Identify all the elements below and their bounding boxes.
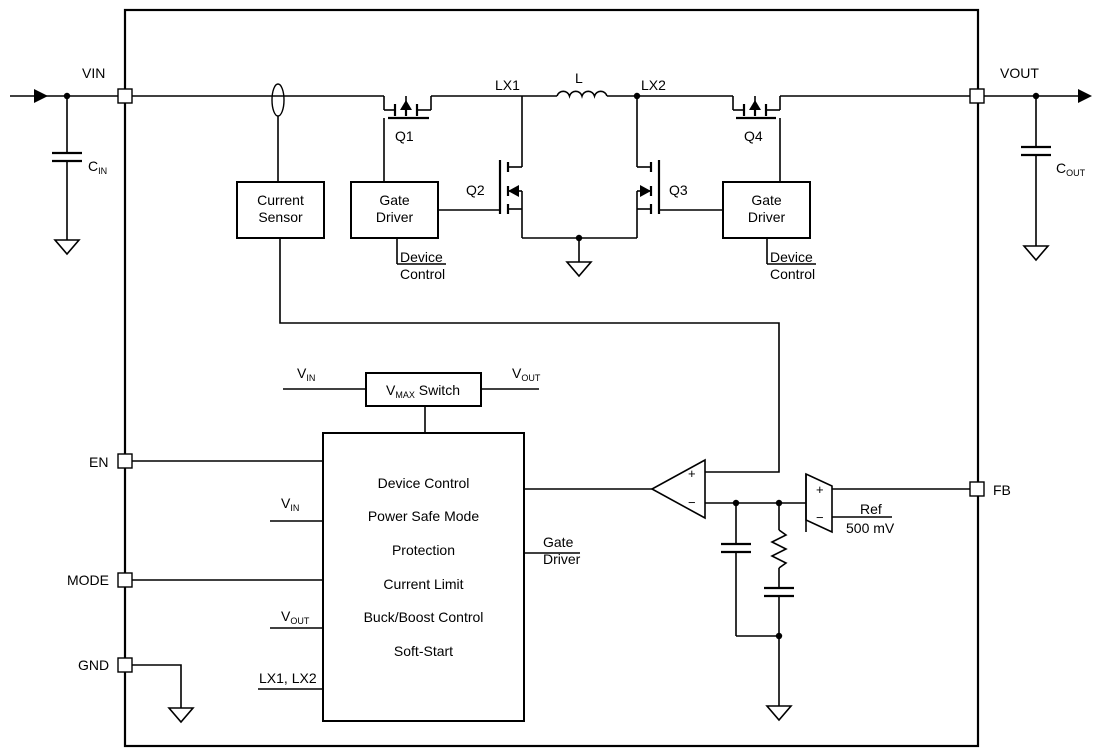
gnd-pin-label: GND bbox=[78, 657, 109, 673]
comparator-plus: + bbox=[688, 466, 696, 481]
control-line-soft-start: Soft-Start bbox=[394, 643, 453, 659]
comparator-minus: − bbox=[688, 495, 696, 510]
ctrl-vin-label: VIN bbox=[281, 495, 299, 513]
q3-label: Q3 bbox=[669, 182, 688, 198]
vin-pin-label: VIN bbox=[82, 65, 105, 81]
current-sense-coil-icon bbox=[271, 83, 285, 117]
gate-driver-left-label-2: Driver bbox=[376, 209, 414, 225]
current-sensor-label-1: Current bbox=[257, 192, 304, 208]
control-line-current-limit: Current Limit bbox=[383, 576, 463, 592]
ic-boundary bbox=[123, 8, 980, 748]
vout-pin-label: VOUT bbox=[1000, 65, 1039, 81]
vmax-switch-label: VMAX Switch bbox=[386, 382, 460, 400]
inductor-icon bbox=[556, 90, 608, 99]
ctrl-lx-label: LX1, LX2 bbox=[259, 670, 317, 686]
gate-driver-right-label-2: Driver bbox=[748, 209, 786, 225]
q4-transistor-icon bbox=[732, 96, 781, 182]
device-control-left-label-1: Device bbox=[400, 249, 443, 265]
gate-driver-left-label-1: Gate bbox=[379, 192, 410, 208]
gate-driver-right-block bbox=[722, 181, 811, 239]
vmax-vin-label: VIN bbox=[297, 365, 315, 383]
current-sensor-label-2: Sensor bbox=[258, 209, 303, 225]
comparator-icon bbox=[650, 458, 706, 520]
en-pin-label: EN bbox=[89, 454, 108, 470]
q2-transistor-icon bbox=[498, 160, 523, 238]
ground-icon bbox=[765, 705, 793, 722]
q4-label: Q4 bbox=[744, 128, 763, 144]
q1-label: Q1 bbox=[395, 128, 414, 144]
ctrl-vout-label: VOUT bbox=[281, 608, 310, 626]
resistor-icon bbox=[770, 529, 788, 569]
pin-vout bbox=[969, 88, 985, 104]
q2-label: Q2 bbox=[466, 182, 485, 198]
pin-gnd bbox=[117, 657, 133, 673]
ground-icon bbox=[53, 239, 81, 256]
fb-pin-label: FB bbox=[993, 482, 1011, 498]
device-control-right-label-1: Device bbox=[770, 249, 813, 265]
error-amp-minus: − bbox=[816, 510, 824, 525]
ctrl-gate-driver-label-2: Driver bbox=[543, 551, 581, 567]
control-block bbox=[322, 432, 525, 722]
error-amp-plus: + bbox=[816, 482, 824, 497]
ground-icon bbox=[167, 707, 195, 724]
vout-arrow-icon bbox=[1078, 89, 1092, 103]
gate-driver-left-block bbox=[350, 181, 439, 239]
pin-vin bbox=[117, 88, 133, 104]
inductor-label: L bbox=[575, 70, 583, 86]
pin-en bbox=[117, 453, 133, 469]
pin-fb bbox=[969, 481, 985, 497]
q3-transistor-icon bbox=[636, 160, 661, 238]
device-control-right-label-2: Control bbox=[770, 266, 815, 282]
q1-transistor-icon bbox=[383, 96, 432, 182]
compensation-network bbox=[721, 503, 794, 722]
lx2-label: LX2 bbox=[641, 77, 666, 93]
ctrl-gate-driver-label-1: Gate bbox=[543, 534, 574, 550]
ref-label-2: 500 mV bbox=[846, 520, 895, 536]
control-line-device-control: Device Control bbox=[378, 475, 470, 491]
gate-driver-right-label-1: Gate bbox=[751, 192, 782, 208]
control-line-buck-boost-control: Buck/Boost Control bbox=[364, 609, 484, 625]
mode-pin-label: MODE bbox=[67, 572, 109, 588]
vmax-vout-label: VOUT bbox=[512, 365, 541, 383]
pin-mode bbox=[117, 572, 133, 588]
device-control-left-label-2: Control bbox=[400, 266, 445, 282]
ref-label-1: Ref bbox=[860, 501, 882, 517]
cin-label: CIN bbox=[88, 158, 107, 176]
vin-input bbox=[10, 89, 118, 256]
ground-icon bbox=[1022, 245, 1050, 262]
cout-label: COUT bbox=[1056, 160, 1086, 178]
control-line-protection: Protection bbox=[392, 542, 455, 558]
control-line-power-safe-mode: Power Safe Mode bbox=[368, 508, 479, 524]
ground-icon bbox=[565, 261, 593, 278]
vout-output bbox=[984, 89, 1092, 262]
lx1-label: LX1 bbox=[495, 77, 520, 93]
vin-arrow-icon bbox=[34, 89, 48, 103]
